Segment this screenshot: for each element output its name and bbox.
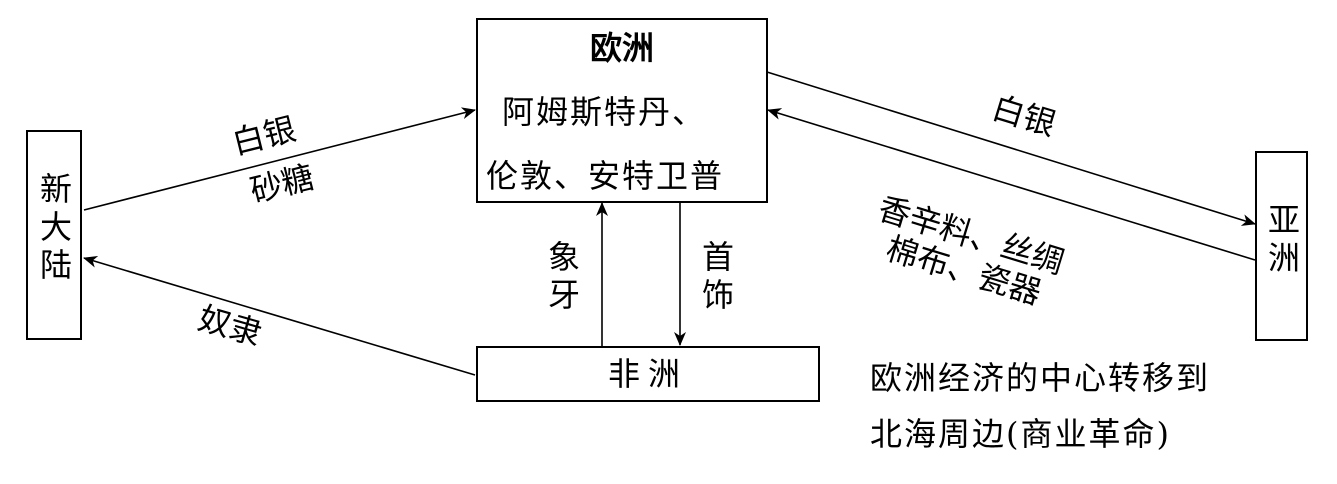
asia-box: 亚洲: [1255, 151, 1308, 341]
arrow-newworld-to-europe: [83, 107, 476, 211]
africa-label: 非洲: [607, 355, 688, 393]
asia-label: 亚洲: [1263, 203, 1301, 279]
europe-title: 欧洲: [589, 29, 654, 67]
flow-label-jewelry: 首饰: [697, 240, 735, 316]
arrow-asia-to-europe: [767, 108, 1256, 261]
arrow-africa-to-newworld: [83, 255, 476, 376]
new-world-box: 新大陆: [26, 130, 82, 340]
europe-box: 欧洲 阿姆斯特丹、 伦敦、安特卫普: [476, 18, 768, 203]
new-world-label: 新大陆: [35, 172, 73, 286]
note-line1: 欧洲经济的中心转移到: [870, 359, 1211, 397]
europe-cities-line2: 伦敦、安特卫普: [486, 157, 725, 195]
europe-cities-line1: 阿姆斯特丹、: [502, 93, 707, 131]
flow-label-ivory: 象牙: [543, 240, 581, 316]
arrow-europe-to-asia: [766, 71, 1256, 226]
africa-box: 非洲: [476, 346, 820, 402]
note-line2: 北海周边(商业革命): [870, 415, 1171, 453]
